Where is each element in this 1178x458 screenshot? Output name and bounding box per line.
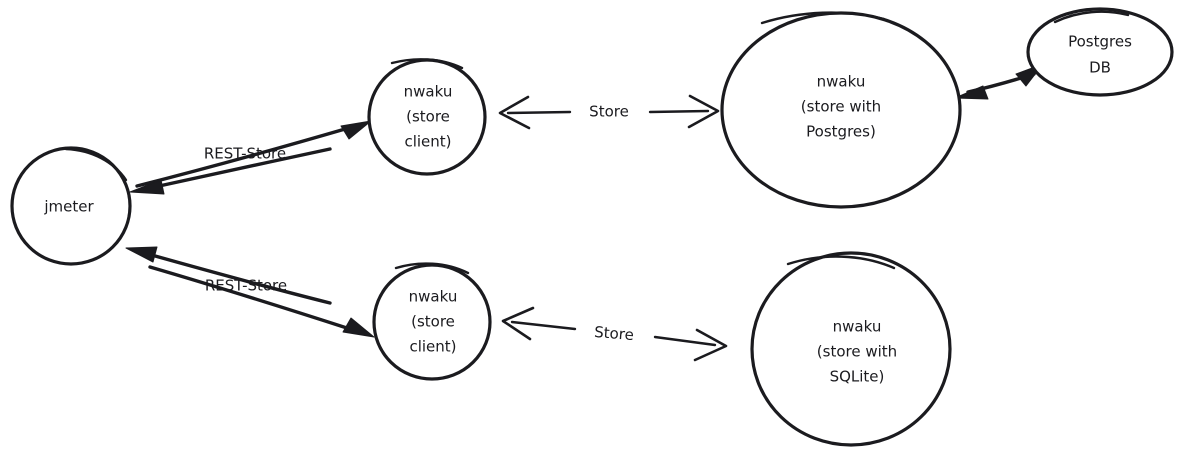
arrowhead-left-lower-rest-store: [125, 246, 158, 263]
node-store-client-top[interactable]: nwaku (store client): [367, 58, 487, 176]
node-nwaku-postgres[interactable]: nwaku (store with Postgres): [720, 11, 962, 209]
node-postgres-db-label-line-2: DB: [1089, 59, 1111, 77]
edge-line-lower-store-right: [653, 335, 717, 347]
node-nwaku-sqlite[interactable]: nwaku (store with SQLite): [750, 251, 952, 447]
node-jmeter[interactable]: jmeter: [10, 146, 132, 266]
edge-label-upper-store: Store: [589, 103, 629, 121]
edge-label-lower-store: Store: [594, 323, 635, 344]
edge-line-lower-rest-store-outbound: [148, 265, 352, 331]
node-nwaku-postgres-sketch-overstroke: [760, 11, 886, 25]
arrowhead-right-lower-rest-store: [342, 317, 375, 338]
node-postgres-db-sketch-overstroke: [1053, 10, 1130, 24]
edge-line-lower-rest-store-inbound: [146, 252, 332, 305]
edge-label-upper-rest-store: REST-Store: [204, 145, 286, 163]
node-store-client-top-sketch-overstroke: [390, 58, 464, 70]
node-store-client-bottom-label-line-3: client): [409, 338, 456, 356]
node-store-client-bottom[interactable]: nwaku (store client): [372, 262, 492, 381]
edge-jmeter-to-store-client-bottom[interactable]: REST-Store: [125, 246, 375, 338]
node-postgres-db-shape: [1026, 7, 1174, 97]
edge-line-upper-store-left: [506, 110, 572, 115]
edge-line-upper-store-right: [648, 109, 710, 114]
arrowhead-left-upper-store: [498, 95, 531, 130]
node-jmeter-sketch-overstroke: [64, 147, 128, 182]
arrowhead-right-lower-store: [693, 328, 728, 362]
node-nwaku-sqlite-label-line-3: SQLite): [830, 368, 885, 386]
edge-store-client-top-to-nwaku-postgres[interactable]: Store: [498, 94, 720, 130]
node-postgres-db-label-line-1: Postgres: [1068, 33, 1132, 51]
node-nwaku-sqlite-sketch-overstroke: [786, 255, 896, 270]
node-store-client-top-label-line-2: (store: [406, 108, 450, 126]
node-nwaku-postgres-label-line-2: (store with: [801, 98, 881, 116]
node-store-client-top-label-line-3: client): [404, 133, 451, 151]
arrowhead-left-lower-store: [501, 306, 535, 341]
edge-store-client-bottom-to-nwaku-sqlite[interactable]: Store: [501, 306, 728, 362]
node-nwaku-sqlite-label-line-1: nwaku: [833, 318, 882, 336]
node-store-client-bottom-label-line-2: (store: [411, 313, 455, 331]
edge-line-upper-rest-store-inbound: [148, 147, 332, 190]
arrowhead-left-upper-rest-store: [129, 179, 165, 195]
node-nwaku-sqlite-shape: [750, 251, 952, 447]
node-jmeter-label: jmeter: [43, 198, 94, 216]
node-postgres-db[interactable]: Postgres DB: [1026, 7, 1174, 97]
arrowhead-right-upper-rest-store: [340, 120, 372, 140]
node-store-client-bottom-sketch-overstroke: [394, 262, 470, 275]
node-nwaku-postgres-label-line-3: Postgres): [806, 123, 876, 141]
node-jmeter-shape: [10, 146, 132, 266]
node-nwaku-postgres-label-line-1: nwaku: [817, 73, 866, 91]
arrowhead-left-postgres-db: [954, 85, 989, 100]
node-nwaku-sqlite-label-line-2: (store with: [817, 343, 897, 361]
node-store-client-bottom-shape: [372, 263, 492, 381]
arrowhead-right-upper-store: [687, 94, 720, 129]
node-store-client-bottom-label-line-1: nwaku: [409, 288, 458, 306]
edge-line-lower-store-left: [510, 320, 577, 331]
node-store-client-top-label-line-1: nwaku: [404, 83, 453, 101]
edge-jmeter-to-store-client-top[interactable]: REST-Store: [129, 120, 372, 195]
edge-label-lower-rest-store: REST-Store: [205, 277, 287, 295]
edge-nwaku-postgres-to-postgres-db[interactable]: [954, 63, 1044, 100]
